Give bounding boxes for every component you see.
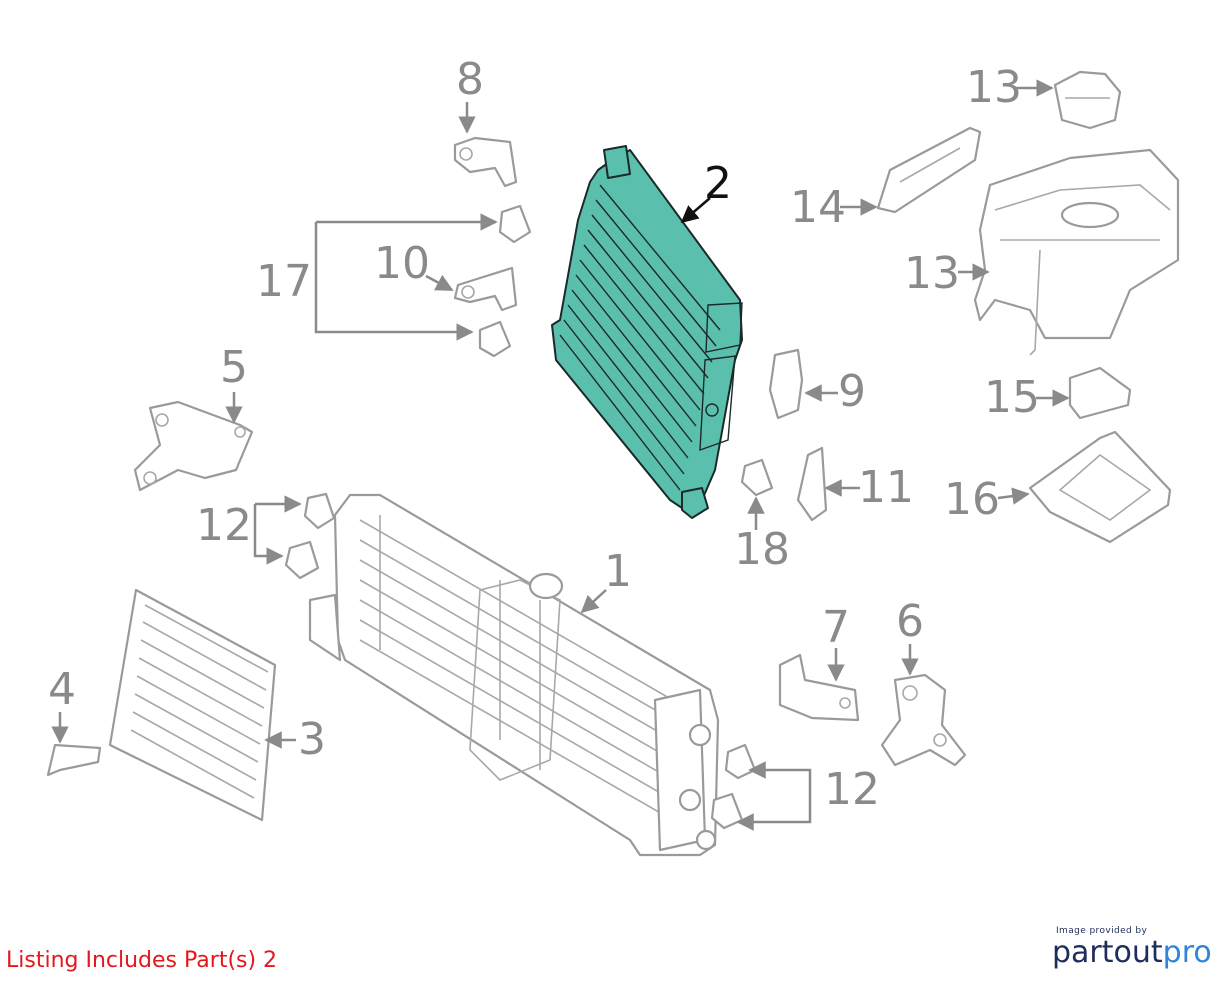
callout-13-lower: 18 [734, 524, 790, 575]
part-5-bracket [133, 400, 254, 492]
callout-2: 2 [704, 158, 732, 209]
provider-logo-part2: pro [1162, 935, 1212, 970]
part-16-bracket [876, 126, 982, 214]
part-2-radiator [551, 145, 743, 519]
part-3-grille [108, 588, 277, 822]
callout-10: 10 [374, 238, 430, 289]
part-1-cooler [308, 493, 720, 857]
provider-logo-part1: partout [1052, 935, 1163, 970]
provider-caption: Image provided by [1056, 926, 1148, 936]
part-6-bracket [880, 673, 967, 767]
callout-12-left: 12 [196, 500, 252, 551]
listing-note: Listing Includes Part(s) 2 [6, 948, 278, 973]
part-9-bracket [768, 348, 804, 420]
callout-3: 3 [298, 714, 326, 765]
callout-15: 13 [966, 62, 1022, 113]
callout-8: 8 [456, 54, 484, 105]
part-7-bracket [778, 653, 860, 722]
part-17-bracket [1068, 366, 1132, 420]
part-10-bracket [453, 266, 518, 312]
callout-5: 5 [220, 342, 248, 393]
callout-4: 4 [48, 664, 76, 715]
part-11-bracket [796, 446, 828, 522]
callout-14: 13 [904, 248, 960, 299]
provider-credit: Image provided by partoutpro [1052, 926, 1212, 970]
callout-11: 11 [858, 462, 914, 513]
part-14-tank [973, 148, 1180, 356]
callout-16: 14 [790, 182, 846, 233]
callout-18: 16 [944, 474, 1000, 525]
part-15-cap [1053, 70, 1122, 130]
leader-lines [51, 79, 1070, 831]
callout-9: 9 [838, 366, 866, 417]
callout-1: 1 [604, 546, 632, 597]
callout-12-right: 12 [824, 764, 880, 815]
part-18-bracket [1028, 430, 1172, 544]
part-4-clip [46, 743, 102, 777]
callout-7: 7 [822, 602, 850, 653]
callout-13: 17 [256, 256, 312, 307]
part-13-bushings [478, 204, 774, 497]
callout-17: 15 [984, 372, 1040, 423]
part-8-bracket [453, 136, 518, 188]
provider-logo: partoutpro [1052, 936, 1212, 970]
callout-6: 6 [896, 596, 924, 647]
part-12-bushings [284, 492, 757, 830]
